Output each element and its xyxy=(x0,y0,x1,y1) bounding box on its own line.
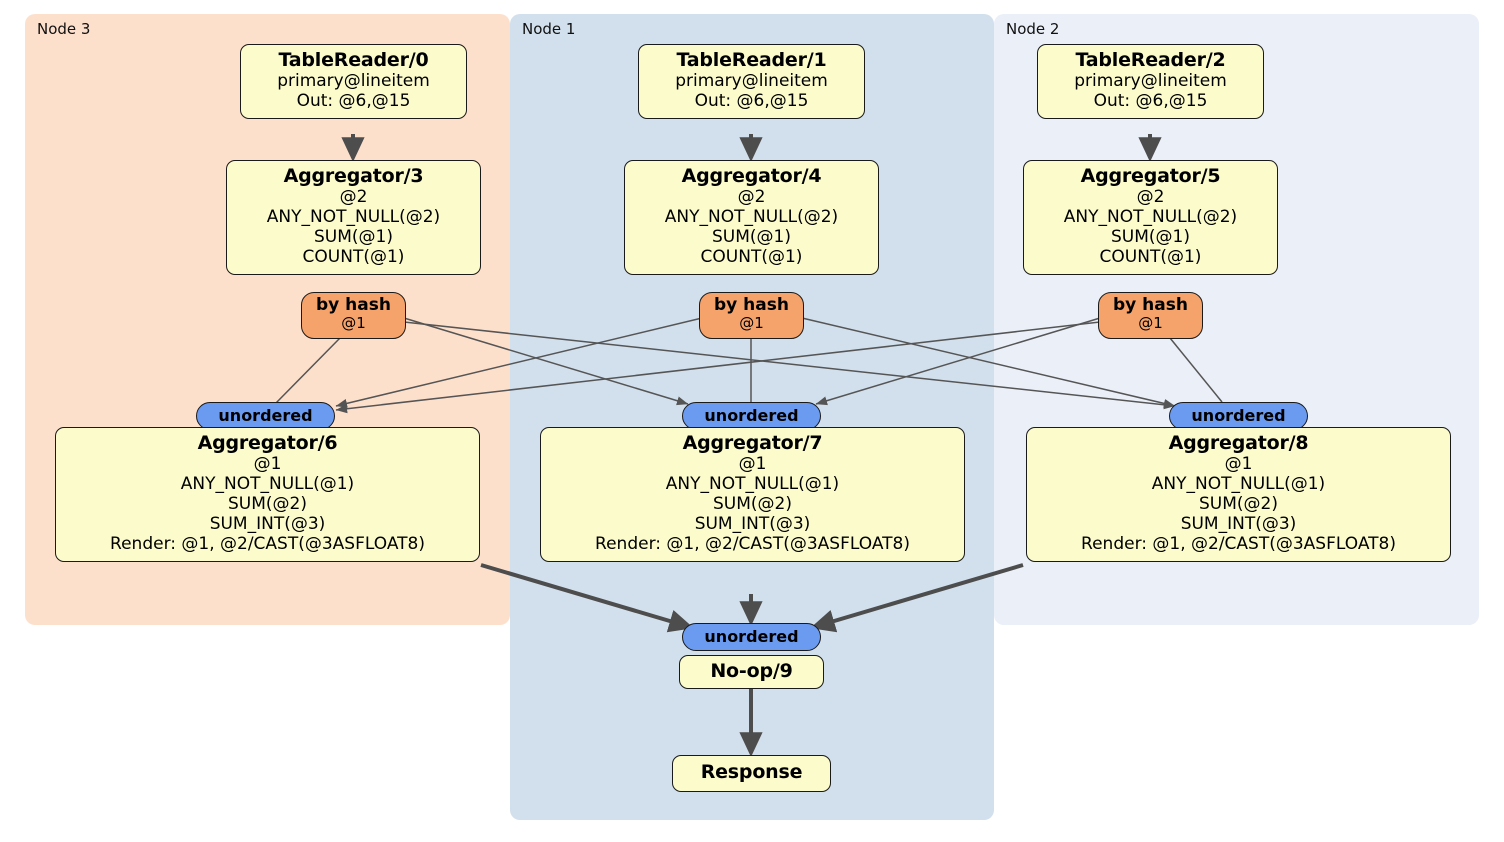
router-subtitle: @1 xyxy=(1138,313,1163,332)
processor-title: Aggregator/6 xyxy=(197,432,338,454)
node-group-label-node1: Node 1 xyxy=(522,20,576,38)
processor-detail-line: Render: @1, @2/CAST(@3ASFLOAT8) xyxy=(595,533,910,554)
synchronizer-unordered-right[interactable]: unordered xyxy=(1169,402,1308,430)
processor-aggregator-8[interactable]: Aggregator/8 @1 ANY_NOT_NULL(@1) SUM(@2)… xyxy=(1026,427,1451,562)
processor-title: Aggregator/8 xyxy=(1168,432,1309,454)
processor-title: Aggregator/3 xyxy=(283,165,424,187)
processor-title: Response xyxy=(700,761,803,783)
synchronizer-unordered-final[interactable]: unordered xyxy=(682,623,821,651)
processor-detail-line: Render: @1, @2/CAST(@3ASFLOAT8) xyxy=(1081,533,1396,554)
synchronizer-unordered-mid[interactable]: unordered xyxy=(682,402,821,430)
router-by-hash-node3[interactable]: by hash @1 xyxy=(301,292,406,339)
router-title: by hash xyxy=(316,295,391,315)
processor-detail-line: SUM(@1) xyxy=(1111,226,1190,247)
processor-noop-9[interactable]: No-op/9 xyxy=(679,655,824,689)
processor-detail-line: ANY_NOT_NULL(@1) xyxy=(1151,474,1326,495)
processor-detail-line: ANY_NOT_NULL(@2) xyxy=(266,207,441,228)
processor-detail-line: SUM(@1) xyxy=(712,226,791,247)
router-by-hash-node1[interactable]: by hash @1 xyxy=(699,292,804,339)
router-subtitle: @1 xyxy=(341,313,366,332)
processor-detail-line: primary@lineitem xyxy=(1074,71,1227,92)
processor-title: Aggregator/4 xyxy=(681,165,822,187)
processor-aggregator-6[interactable]: Aggregator/6 @1 ANY_NOT_NULL(@1) SUM(@2)… xyxy=(55,427,480,562)
processor-title: Aggregator/5 xyxy=(1080,165,1221,187)
processor-detail-line: COUNT(@1) xyxy=(1099,246,1202,267)
processor-detail-line: SUM_INT(@3) xyxy=(1180,513,1297,534)
processor-table-reader-0[interactable]: TableReader/0 primary@lineitem Out: @6,@… xyxy=(240,44,467,119)
processor-detail-line: SUM(@2) xyxy=(1199,493,1278,514)
node-group-label-node2: Node 2 xyxy=(1006,20,1060,38)
processor-response[interactable]: Response xyxy=(672,755,831,792)
processor-detail-line: ANY_NOT_NULL(@2) xyxy=(664,207,839,228)
processor-detail-line: ANY_NOT_NULL(@1) xyxy=(665,474,840,495)
processor-detail-line: SUM(@2) xyxy=(228,493,307,514)
router-subtitle: @1 xyxy=(739,313,764,332)
processor-detail-line: @2 xyxy=(737,187,766,208)
processor-title: Aggregator/7 xyxy=(682,432,823,454)
processor-aggregator-4[interactable]: Aggregator/4 @2 ANY_NOT_NULL(@2) SUM(@1)… xyxy=(624,160,879,275)
processor-detail-line: SUM(@1) xyxy=(314,226,393,247)
processor-detail-line: primary@lineitem xyxy=(277,71,430,92)
processor-detail-line: SUM_INT(@3) xyxy=(694,513,811,534)
processor-aggregator-5[interactable]: Aggregator/5 @2 ANY_NOT_NULL(@2) SUM(@1)… xyxy=(1023,160,1278,275)
processor-detail-line: Out: @6,@15 xyxy=(694,91,809,112)
processor-detail-line: ANY_NOT_NULL(@1) xyxy=(180,474,355,495)
processor-title: TableReader/0 xyxy=(278,49,429,71)
processor-table-reader-2[interactable]: TableReader/2 primary@lineitem Out: @6,@… xyxy=(1037,44,1264,119)
processor-aggregator-7[interactable]: Aggregator/7 @1 ANY_NOT_NULL(@1) SUM(@2)… xyxy=(540,427,965,562)
router-by-hash-node2[interactable]: by hash @1 xyxy=(1098,292,1203,339)
processor-detail-line: @1 xyxy=(738,454,767,475)
processor-detail-line: Out: @6,@15 xyxy=(1093,91,1208,112)
router-title: by hash xyxy=(714,295,789,315)
processor-detail-line: @1 xyxy=(1224,454,1253,475)
processor-detail-line: Out: @6,@15 xyxy=(296,91,411,112)
processor-detail-line: SUM(@2) xyxy=(713,493,792,514)
router-title: by hash xyxy=(1113,295,1188,315)
processor-detail-line: primary@lineitem xyxy=(675,71,828,92)
processor-aggregator-3[interactable]: Aggregator/3 @2 ANY_NOT_NULL(@2) SUM(@1)… xyxy=(226,160,481,275)
processor-detail-line: @2 xyxy=(339,187,368,208)
node-group-label-node3: Node 3 xyxy=(37,20,91,38)
processor-table-reader-1[interactable]: TableReader/1 primary@lineitem Out: @6,@… xyxy=(638,44,865,119)
processor-detail-line: SUM_INT(@3) xyxy=(209,513,326,534)
processor-title: No-op/9 xyxy=(710,660,793,682)
processor-detail-line: @1 xyxy=(253,454,282,475)
processor-detail-line: ANY_NOT_NULL(@2) xyxy=(1063,207,1238,228)
synchronizer-unordered-left[interactable]: unordered xyxy=(196,402,335,430)
processor-detail-line: Render: @1, @2/CAST(@3ASFLOAT8) xyxy=(110,533,425,554)
processor-detail-line: @2 xyxy=(1136,187,1165,208)
processor-title: TableReader/1 xyxy=(676,49,827,71)
processor-detail-line: COUNT(@1) xyxy=(700,246,803,267)
processor-title: TableReader/2 xyxy=(1075,49,1226,71)
processor-detail-line: COUNT(@1) xyxy=(302,246,405,267)
